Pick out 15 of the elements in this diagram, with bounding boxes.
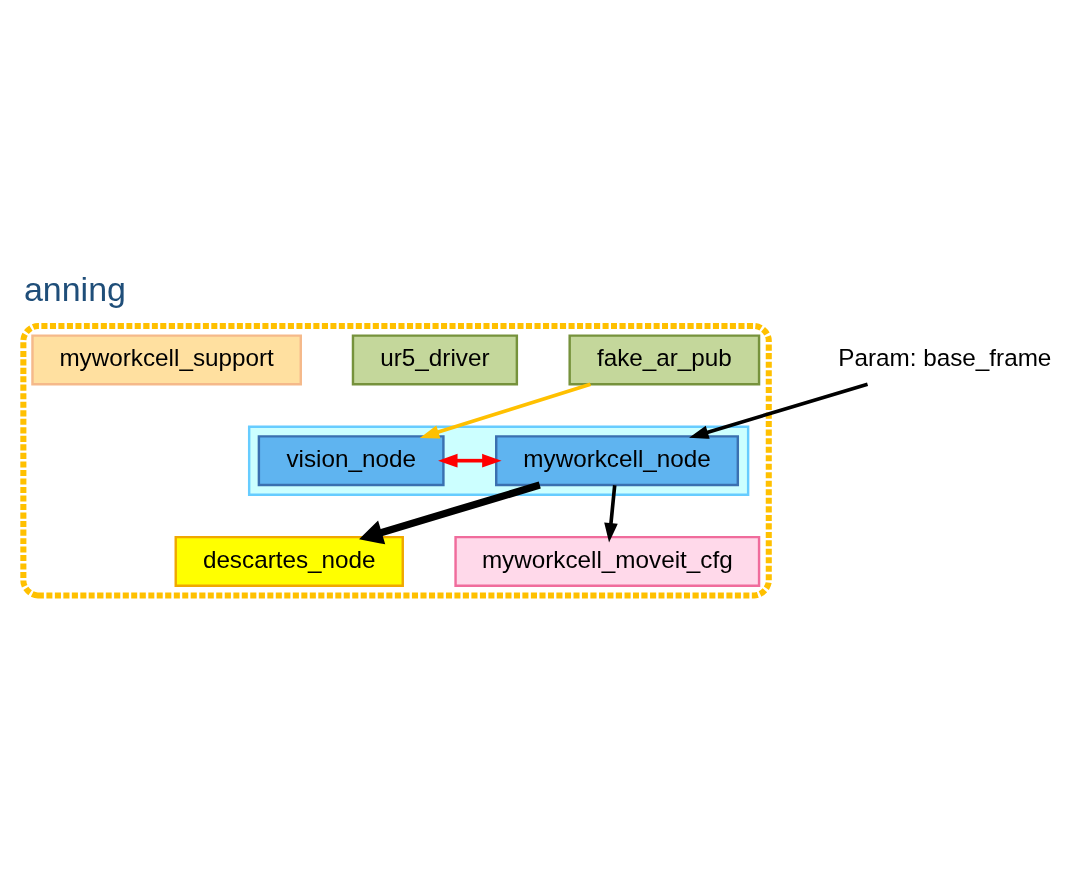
node-box: descartes_node (174, 535, 404, 587)
diagram-title: anning (23, 269, 126, 308)
node-box: fake_ar_pub (568, 334, 761, 386)
arrow (359, 481, 541, 545)
node-box: ur5_driver (351, 334, 519, 386)
node-box: myworkcell_moveit_cfg (454, 535, 761, 587)
node-box: vision_node (257, 435, 445, 487)
node-box: myworkcell_node (495, 435, 740, 487)
arrow (604, 485, 618, 543)
arrow (419, 382, 592, 439)
node-box: myworkcell_support (31, 334, 302, 386)
arrow (438, 453, 502, 468)
node-text: Param: base_frame (838, 343, 1052, 371)
arrow (689, 382, 869, 439)
cluster (20, 322, 772, 599)
